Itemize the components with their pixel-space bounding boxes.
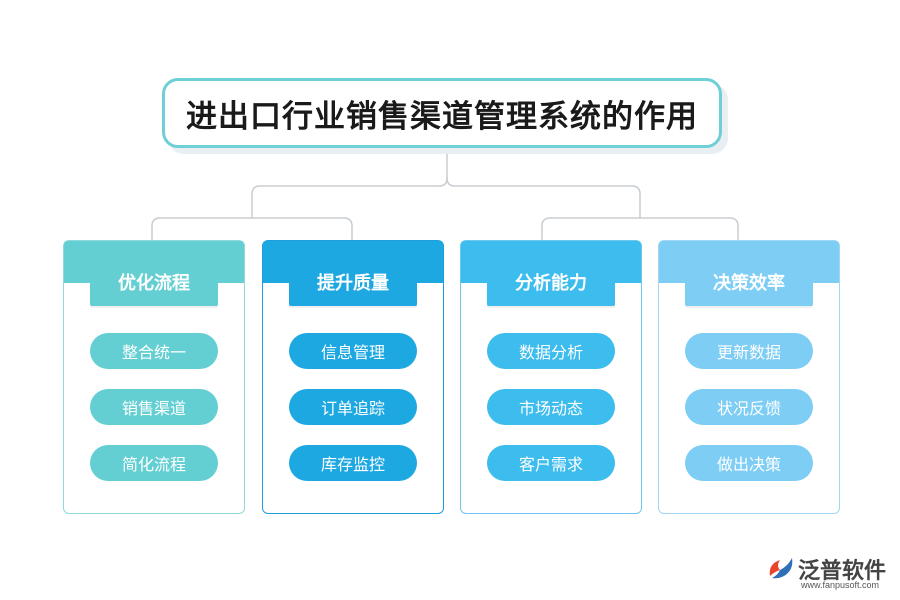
card-improve-quality: 提升质量 信息管理 订单追踪 库存监控 [262,240,444,514]
card-item: 做出决策 [685,445,813,481]
card-optimize-process: 优化流程 整合统一 销售渠道 简化流程 [63,240,245,514]
logo-text: 泛普软件 [798,559,887,584]
card-header: 决策效率 [685,258,813,306]
card-item: 简化流程 [90,445,218,481]
card-item: 客户需求 [487,445,615,481]
card-item: 市场动态 [487,389,615,425]
card-item: 状况反馈 [685,389,813,425]
card-item: 数据分析 [487,333,615,369]
card-header: 提升质量 [289,258,417,306]
diagram-title: 进出口行业销售渠道管理系统的作用 [186,98,698,135]
card-item: 整合统一 [90,333,218,369]
title-box: 进出口行业销售渠道管理系统的作用 [162,78,722,148]
logo-url: www.fanpusoft.com [801,580,880,590]
card-item: 订单追踪 [289,389,417,425]
card-header: 优化流程 [90,258,218,306]
card-item: 更新数据 [685,333,813,369]
card-item: 库存监控 [289,445,417,481]
card-item: 销售渠道 [90,389,218,425]
card-analysis-ability: 分析能力 数据分析 市场动态 客户需求 [460,240,642,514]
card-item: 信息管理 [289,333,417,369]
brand-logo: 泛普软件 [766,553,886,585]
logo-icon [769,558,793,579]
card-header: 分析能力 [487,258,615,306]
card-decision-efficiency: 决策效率 更新数据 状况反馈 做出决策 [658,240,840,514]
